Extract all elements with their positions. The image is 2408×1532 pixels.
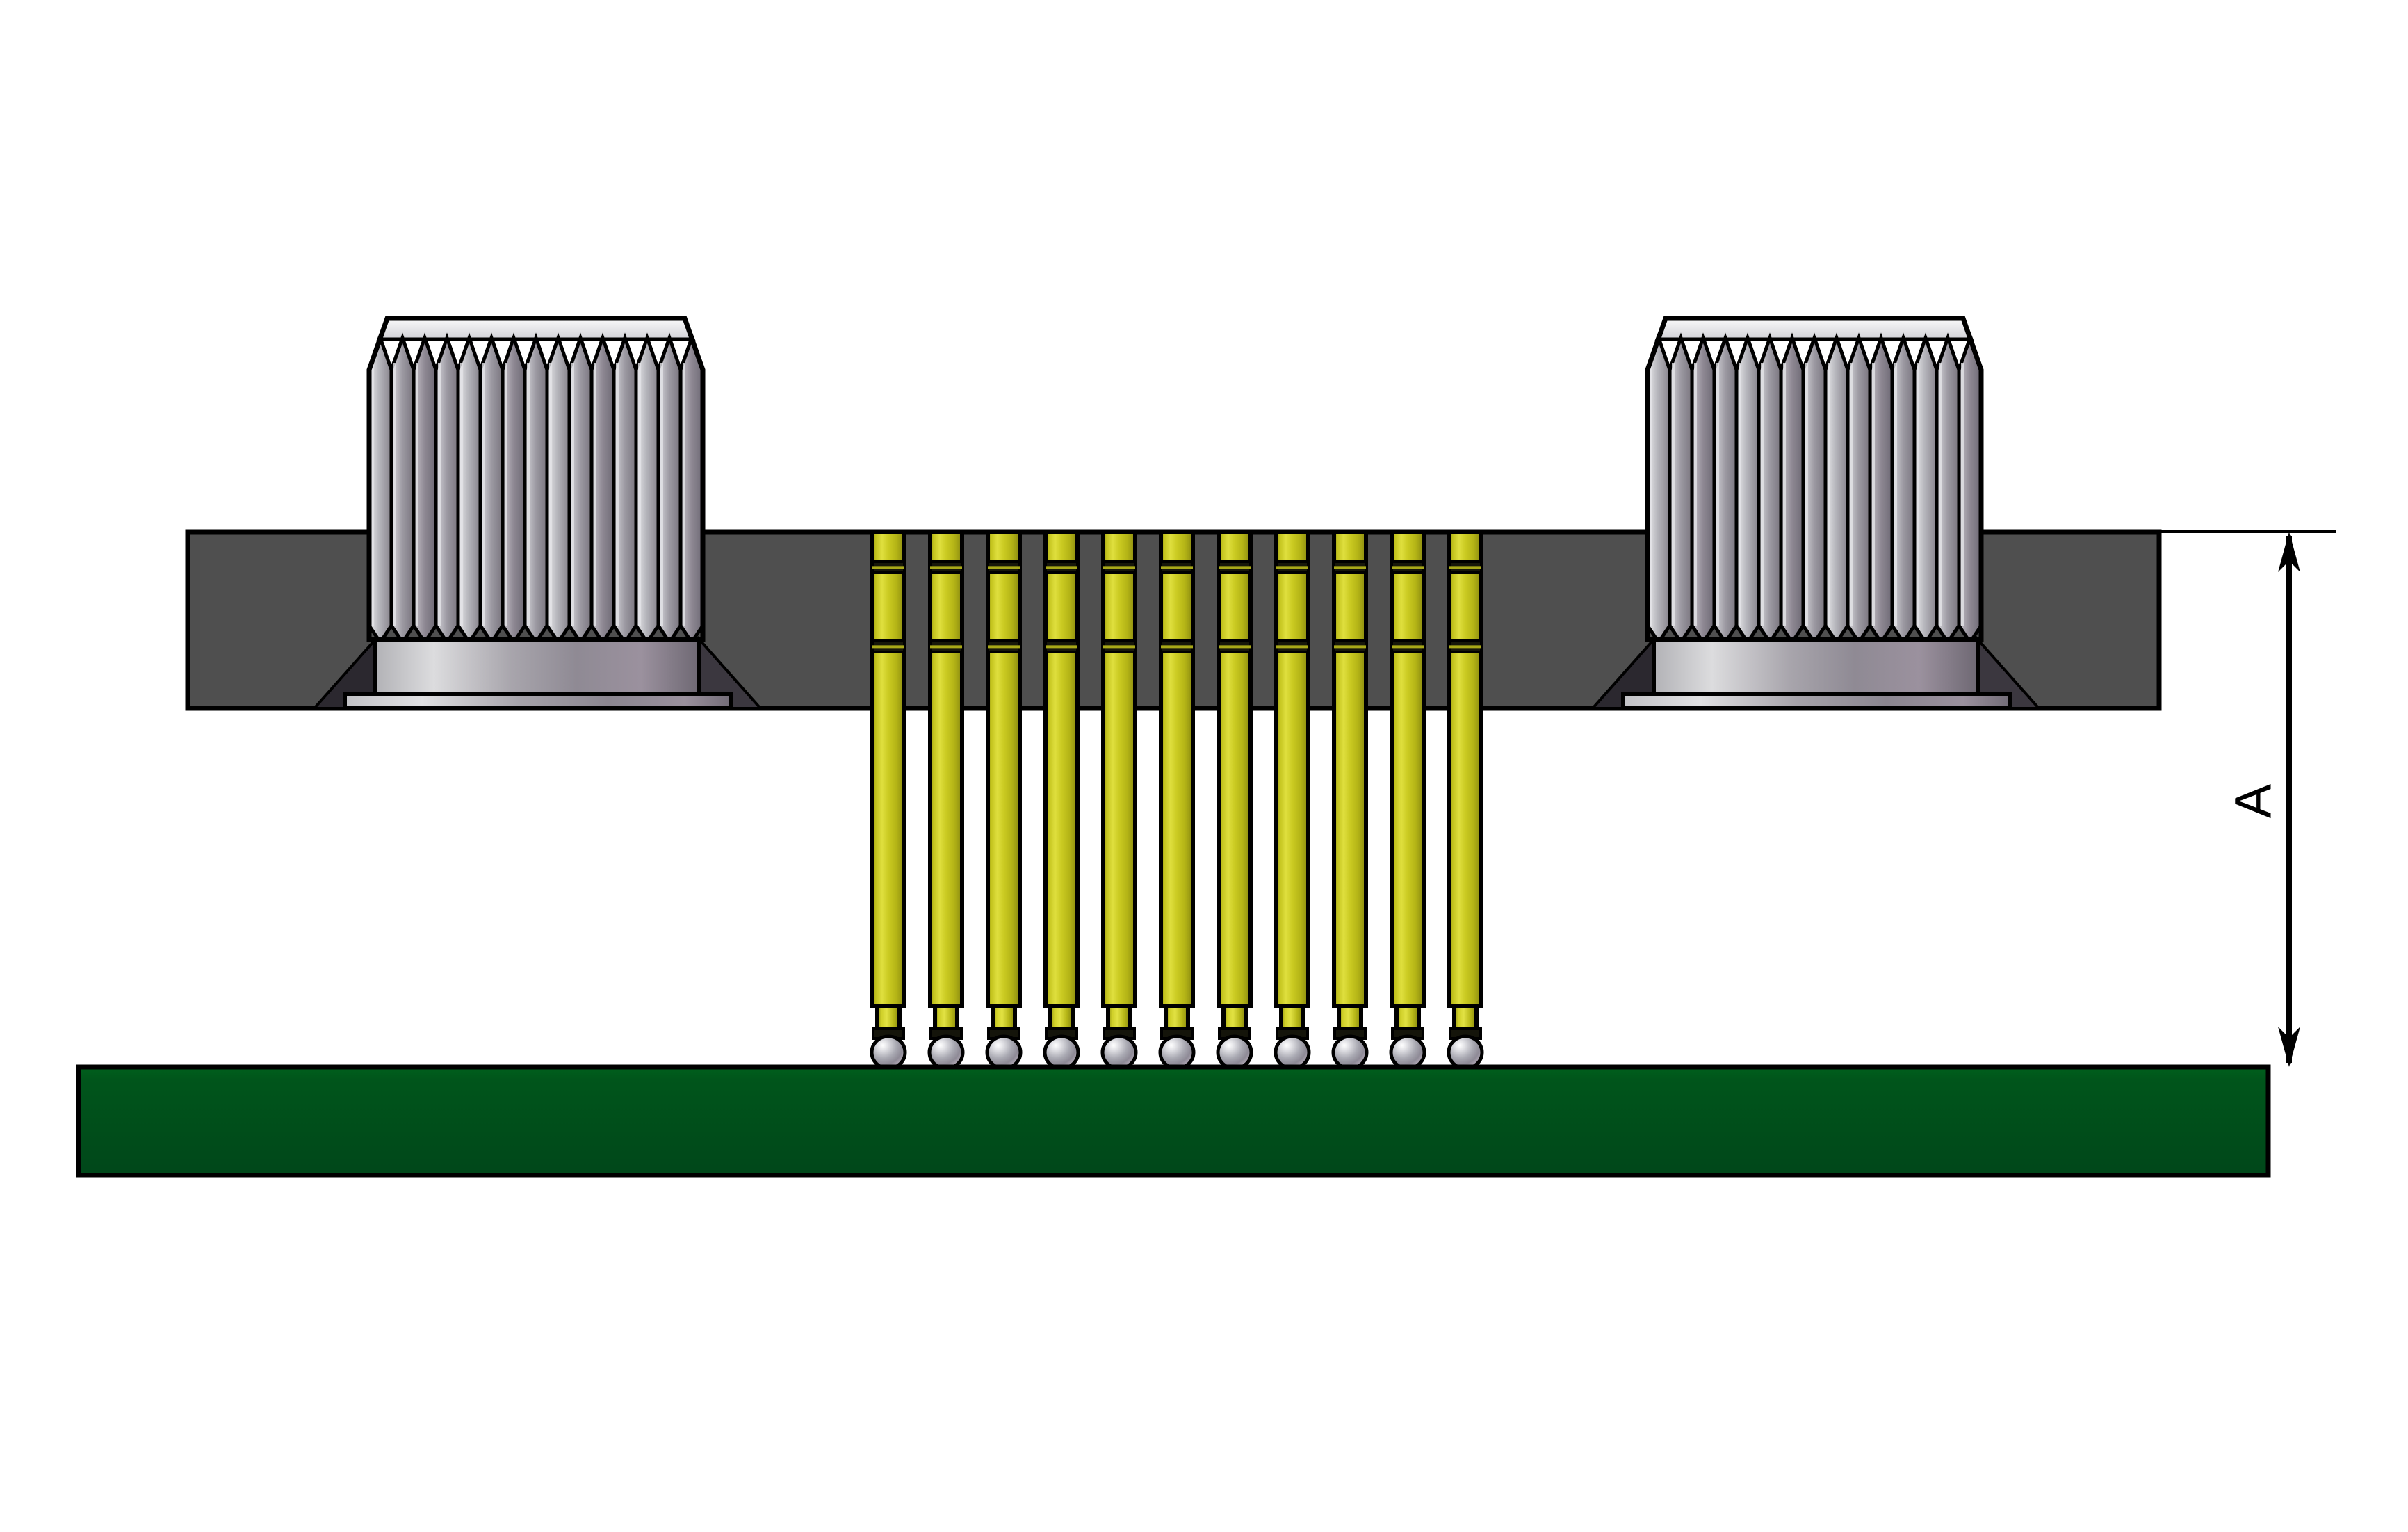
probe-ball-tip [1100, 1034, 1138, 1070]
knob-outline [366, 316, 706, 642]
probe-neck [1452, 1004, 1479, 1031]
probe-ball-tip [1274, 1034, 1311, 1070]
dimension-a-label: A [2224, 783, 2282, 819]
probe-barrel [986, 530, 1022, 1008]
probe-barrel [1332, 530, 1368, 1008]
spring-probe-array[interactable] [870, 530, 1484, 1070]
dimension-a [2161, 530, 2336, 1067]
knob-lower-flange [1621, 692, 2012, 710]
probe-ball-tip [870, 1034, 907, 1070]
spring-probe[interactable] [927, 530, 965, 1070]
probe-ball-tip [1331, 1034, 1369, 1070]
printed-circuit-board [76, 1064, 2271, 1178]
probe-barrel [1447, 530, 1483, 1008]
spring-probe[interactable] [1158, 530, 1196, 1070]
probe-ball-tip [985, 1034, 1023, 1070]
probe-ball-tip [1447, 1034, 1484, 1070]
probe-ball-tip [1158, 1034, 1196, 1070]
knurled-thumb-screws[interactable] [343, 316, 2012, 710]
probe-ball-tip [1216, 1034, 1253, 1070]
probe-neck [1106, 1004, 1132, 1031]
probe-neck [991, 1004, 1017, 1031]
knurled-thumb-screw-right[interactable] [1621, 316, 2012, 710]
knob-lower-flange [343, 692, 733, 710]
probe-barrel [1043, 530, 1080, 1008]
probe-neck [1394, 1004, 1421, 1031]
probe-ball-tip [1043, 1034, 1080, 1070]
probe-neck [1221, 1004, 1248, 1031]
probe-ball-tip [1389, 1034, 1426, 1070]
probe-barrel [1390, 530, 1426, 1008]
probe-neck [875, 1004, 902, 1031]
probe-neck [1279, 1004, 1305, 1031]
probe-barrel [1217, 530, 1253, 1008]
probe-barrel [1101, 530, 1137, 1008]
probe-neck [1164, 1004, 1190, 1031]
dimension-arrow-bottom [2278, 1027, 2300, 1067]
probe-ball-tip [927, 1034, 965, 1070]
probe-barrel [1159, 530, 1195, 1008]
spring-probe[interactable] [1389, 530, 1426, 1070]
probe-neck [1048, 1004, 1075, 1031]
spring-probe[interactable] [1447, 530, 1484, 1070]
probe-neck [933, 1004, 959, 1031]
spring-probe[interactable] [985, 530, 1023, 1070]
probe-barrel [870, 530, 906, 1008]
spring-probe[interactable] [870, 530, 907, 1070]
knurled-thumb-screw-left[interactable] [343, 316, 733, 710]
knob-upper-flange [1652, 637, 1980, 697]
probe-neck [1337, 1004, 1363, 1031]
probe-barrel [928, 530, 964, 1008]
knob-outline [1645, 316, 1984, 642]
spring-probe[interactable] [1100, 530, 1138, 1070]
spring-probe[interactable] [1043, 530, 1080, 1070]
dimension-arrow-top [2278, 532, 2300, 572]
probe-barrel [1274, 530, 1310, 1008]
spring-probe[interactable] [1216, 530, 1253, 1070]
spring-probe[interactable] [1274, 530, 1311, 1070]
spring-probe[interactable] [1331, 530, 1369, 1070]
knob-upper-flange [373, 637, 701, 697]
